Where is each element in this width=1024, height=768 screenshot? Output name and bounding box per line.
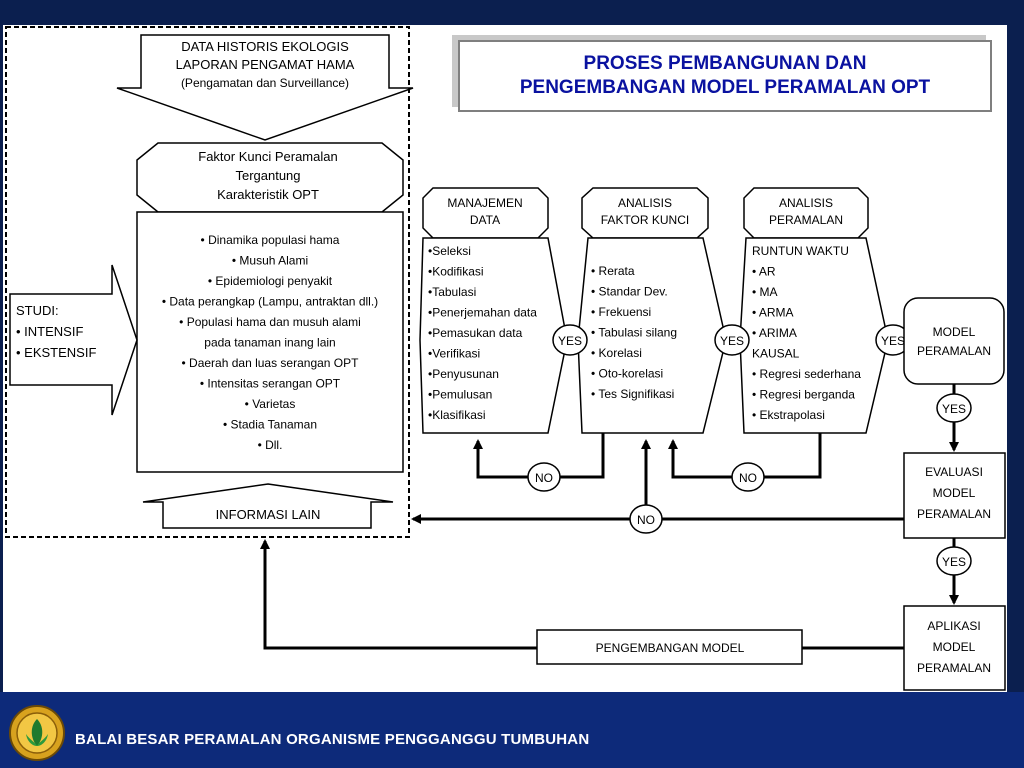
footer-bar <box>0 692 1024 768</box>
model-box <box>903 297 1005 385</box>
aplikasi-line-1: APLIKASI <box>927 619 980 633</box>
peramalan-item-7: • Regresi berganda <box>752 388 855 402</box>
manajemen-item-1: •Kodifikasi <box>428 265 484 279</box>
peramalan-item-5: KAUSAL <box>752 347 800 361</box>
aplikasi-box <box>903 605 1006 691</box>
no-label-1: NO <box>535 471 553 485</box>
other-info-arrow-shape <box>142 483 394 529</box>
manajemen-body-shape <box>419 237 568 434</box>
peramalan-item-4: • ARIMA <box>752 326 797 340</box>
other-info-label: INFORMASI LAIN <box>216 507 321 522</box>
peramalan-items: RUNTUN WAKTU • AR • MA • ARMA • ARIMA KAUSAL •… <box>752 244 861 422</box>
factor-item-1: • Musuh Alami <box>232 254 308 268</box>
no-label-3: NO <box>637 513 655 527</box>
peramalan-item-0: RUNTUN WAKTU <box>752 244 849 258</box>
yes-circle-2 <box>714 324 750 356</box>
no-circle-2 <box>731 462 765 492</box>
title-line-1: PROSES PEMBANGUNAN DAN <box>583 53 867 74</box>
key-factor-line-2: Tergantung <box>235 168 300 183</box>
factor-item-8: • Varietas <box>245 397 296 411</box>
factor-item-9: • Stadia Tanaman <box>223 418 317 432</box>
faktor-header-2: FAKTOR KUNCI <box>601 213 689 227</box>
evaluasi-line-2: MODEL <box>933 486 976 500</box>
evaluasi-line-3: PERAMALAN <box>917 507 991 521</box>
faktor-item-6: • Tes Signifikasi <box>591 387 674 401</box>
peramalan-item-1: • AR <box>752 265 776 279</box>
faktor-item-0: • Rerata <box>591 264 635 278</box>
peramalan-item-8: • Ekstrapolasi <box>752 408 825 422</box>
faktor-header-1: ANALISIS <box>618 196 672 210</box>
manajemen-items: •Seleksi •Kodifikasi •Tabulasi •Penerjemaha… <box>428 244 537 422</box>
manajemen-item-8: •Klasifikasi <box>428 408 486 422</box>
yes-circle-1 <box>552 324 588 356</box>
faktor-item-3: • Tabulasi silang <box>591 326 677 340</box>
yes-label-5: YES <box>942 555 966 569</box>
peramalan-header-1: ANALISIS <box>779 196 833 210</box>
manajemen-header-1: MANAJEMEN <box>447 196 522 210</box>
yes-label-2: YES <box>720 334 744 348</box>
no-label-2: NO <box>739 471 757 485</box>
faktor-items: • Rerata • Standar Dev. • Frekuensi • Tabul… <box>591 264 677 401</box>
factor-item-10: • Dll. <box>258 438 283 452</box>
factor-item-4: • Populasi hama dan musuh alami <box>179 315 361 329</box>
historical-data-line-2: LAPORAN PENGAMAT HAMA <box>176 57 355 72</box>
no-circle-3 <box>629 504 663 534</box>
faktor-item-4: • Korelasi <box>591 346 642 360</box>
factor-list: • Dinamika populasi hama • Musuh Alami • E… <box>162 233 378 452</box>
model-line-1: MODEL <box>933 325 976 339</box>
manajemen-item-7: •Pemulusan <box>428 388 492 402</box>
yes-label-3: YES <box>881 334 905 348</box>
manajemen-item-2: •Tabulasi <box>428 285 476 299</box>
faktor-item-5: • Oto-korelasi <box>591 367 663 381</box>
evaluasi-line-1: EVALUASI <box>925 465 983 479</box>
factor-list-box <box>136 211 404 473</box>
peramalan-item-3: • ARMA <box>752 306 794 320</box>
pengembangan-label: PENGEMBANGAN MODEL <box>596 641 745 655</box>
key-factor-line-3: Karakteristik OPT <box>217 187 319 202</box>
institution-logo-icon <box>9 705 65 761</box>
factor-item-7: • Intensitas serangan OPT <box>200 377 341 391</box>
manajemen-item-4: •Pemasukan data <box>428 326 523 340</box>
pengembangan-box <box>536 629 803 665</box>
faktor-item-2: • Frekuensi <box>591 305 651 319</box>
peramalan-item-2: • MA <box>752 285 778 299</box>
key-factor-line-1: Faktor Kunci Peramalan <box>198 149 337 164</box>
yes-label-1: YES <box>558 334 582 348</box>
title-box: PROSES PEMBANGUNAN DAN PENGEMBANGAN MODE… <box>458 40 992 112</box>
studi-line-2: • INTENSIF <box>16 324 83 339</box>
studi-line-3: • EKSTENSIF <box>16 345 96 360</box>
historical-data-line-3: (Pengamatan dan Surveillance) <box>181 76 349 90</box>
left-region-dashed-border <box>5 26 410 538</box>
studi-arrow-shape <box>9 264 138 416</box>
manajemen-item-3: •Penerjemahan data <box>428 306 537 320</box>
no-circle-1 <box>527 462 561 492</box>
yes-circle-5 <box>936 546 972 576</box>
factor-item-3: • Data perangkap (Lampu, antraktan dll.) <box>162 295 378 309</box>
yes-circle-4 <box>936 393 972 423</box>
manajemen-header-2: DATA <box>470 213 500 227</box>
aplikasi-line-2: MODEL <box>933 640 976 654</box>
yes-label-4: YES <box>942 402 966 416</box>
manajemen-item-5: •Verifikasi <box>428 347 480 361</box>
studi-line-1: STUDI: <box>16 303 59 318</box>
factor-item-2: • Epidemiologi penyakit <box>208 274 333 288</box>
historical-data-arrow-shape <box>116 34 414 141</box>
peramalan-header-2: PERAMALAN <box>769 213 843 227</box>
manajemen-item-6: •Penyusunan <box>428 367 499 381</box>
peramalan-item-6: • Regresi sederhana <box>752 367 861 381</box>
factor-item-5: pada tanaman inang lain <box>204 336 335 350</box>
historical-data-line-1: DATA HISTORIS EKOLOGIS <box>181 39 349 54</box>
title-line-2: PENGEMBANGAN MODEL PERAMALAN OPT <box>519 77 931 98</box>
model-line-2: PERAMALAN <box>917 344 991 358</box>
manajemen-item-0: •Seleksi <box>428 244 471 258</box>
factor-item-6: • Daerah dan luas serangan OPT <box>182 356 360 370</box>
faktor-item-1: • Standar Dev. <box>591 285 668 299</box>
factor-item-0: • Dinamika populasi hama <box>201 233 340 247</box>
evaluasi-box <box>903 452 1006 539</box>
aplikasi-line-3: PERAMALAN <box>917 661 991 675</box>
footer-label: BALAI BESAR PERAMALAN ORGANISME PENGGANG… <box>75 731 590 748</box>
